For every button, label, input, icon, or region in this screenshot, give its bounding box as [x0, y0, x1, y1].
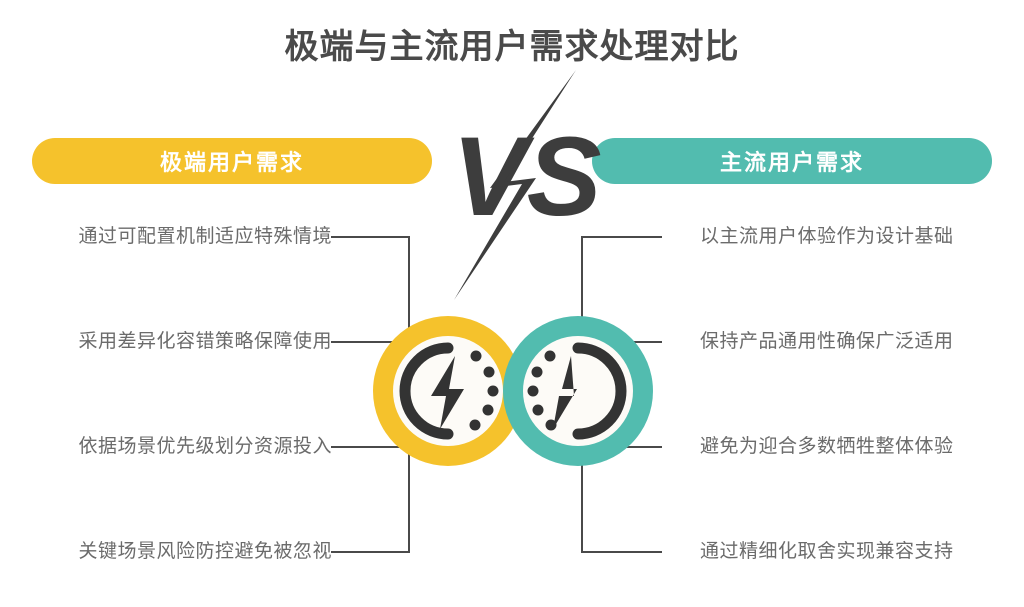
right-item-4-label: 通过精细化取舍实现兼容支持 [700, 541, 954, 562]
left-item-3-label: 依据场景优先级划分资源投入 [78, 436, 332, 457]
right-item-4: 通过精细化取舍实现兼容支持 [700, 539, 954, 565]
right-item-1: 以主流用户体验作为设计基础 [700, 224, 954, 250]
infinity-icon-group [352, 296, 674, 486]
left-item-1: 通过可配置机制适应特殊情境 [78, 224, 332, 250]
page-title: 极端与主流用户需求处理对比 [284, 28, 740, 66]
left-item-1-label: 通过可配置机制适应特殊情境 [78, 226, 332, 247]
left-item-2: 采用差异化容错策略保障使用 [78, 329, 332, 355]
left-column-heading-pill: 极端用户需求 [32, 138, 432, 184]
left-column-heading-label: 极端用户需求 [159, 150, 304, 175]
left-item-4-label: 关键场景风险防控避免被忽视 [78, 541, 332, 562]
right-item-2-label: 保持产品通用性确保广泛适用 [700, 331, 954, 352]
right-item-3-label: 避免为迎合多数牺牲整体体验 [700, 436, 954, 457]
left-item-3: 依据场景优先级划分资源投入 [78, 434, 332, 460]
vs-badge: VS [424, 70, 614, 300]
right-item-2: 保持产品通用性确保广泛适用 [700, 329, 954, 355]
right-item-1-label: 以主流用户体验作为设计基础 [700, 226, 954, 247]
vs-label: VS [452, 114, 601, 239]
right-item-3: 避免为迎合多数牺牲整体体验 [700, 434, 954, 460]
right-column-heading-label: 主流用户需求 [719, 150, 864, 175]
right-ring [503, 316, 653, 466]
left-item-4: 关键场景风险防控避免被忽视 [78, 539, 332, 565]
power-bolt-dotted-right-icon [527, 342, 627, 440]
power-bolt-dotted-left-icon [399, 342, 499, 440]
right-column-heading-pill: 主流用户需求 [592, 138, 992, 184]
left-item-2-label: 采用差异化容错策略保障使用 [78, 331, 332, 352]
